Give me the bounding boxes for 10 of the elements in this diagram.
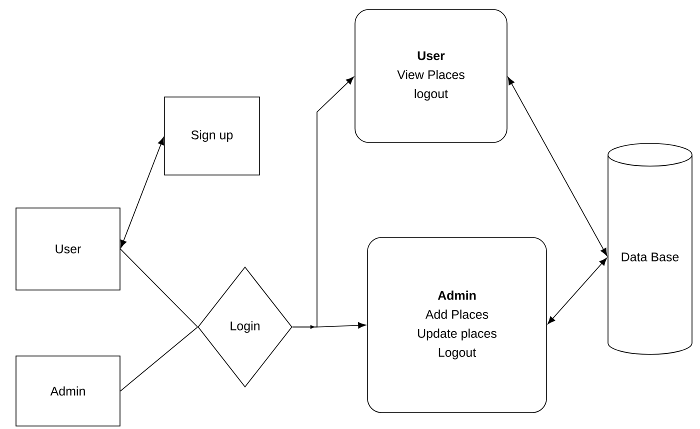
process-box: User View Places logout [354, 9, 508, 143]
arrow [508, 77, 608, 256]
arrow [292, 322, 366, 329]
process-box: Sign up [164, 96, 260, 176]
process-box: Admin Add Places Update places Logout [367, 237, 547, 413]
database-cylinder: Data Base [608, 142, 692, 355]
actor-box: Admin [16, 356, 120, 426]
arrow [120, 137, 164, 248]
arrow [548, 258, 607, 324]
actor-box: User [16, 208, 120, 290]
